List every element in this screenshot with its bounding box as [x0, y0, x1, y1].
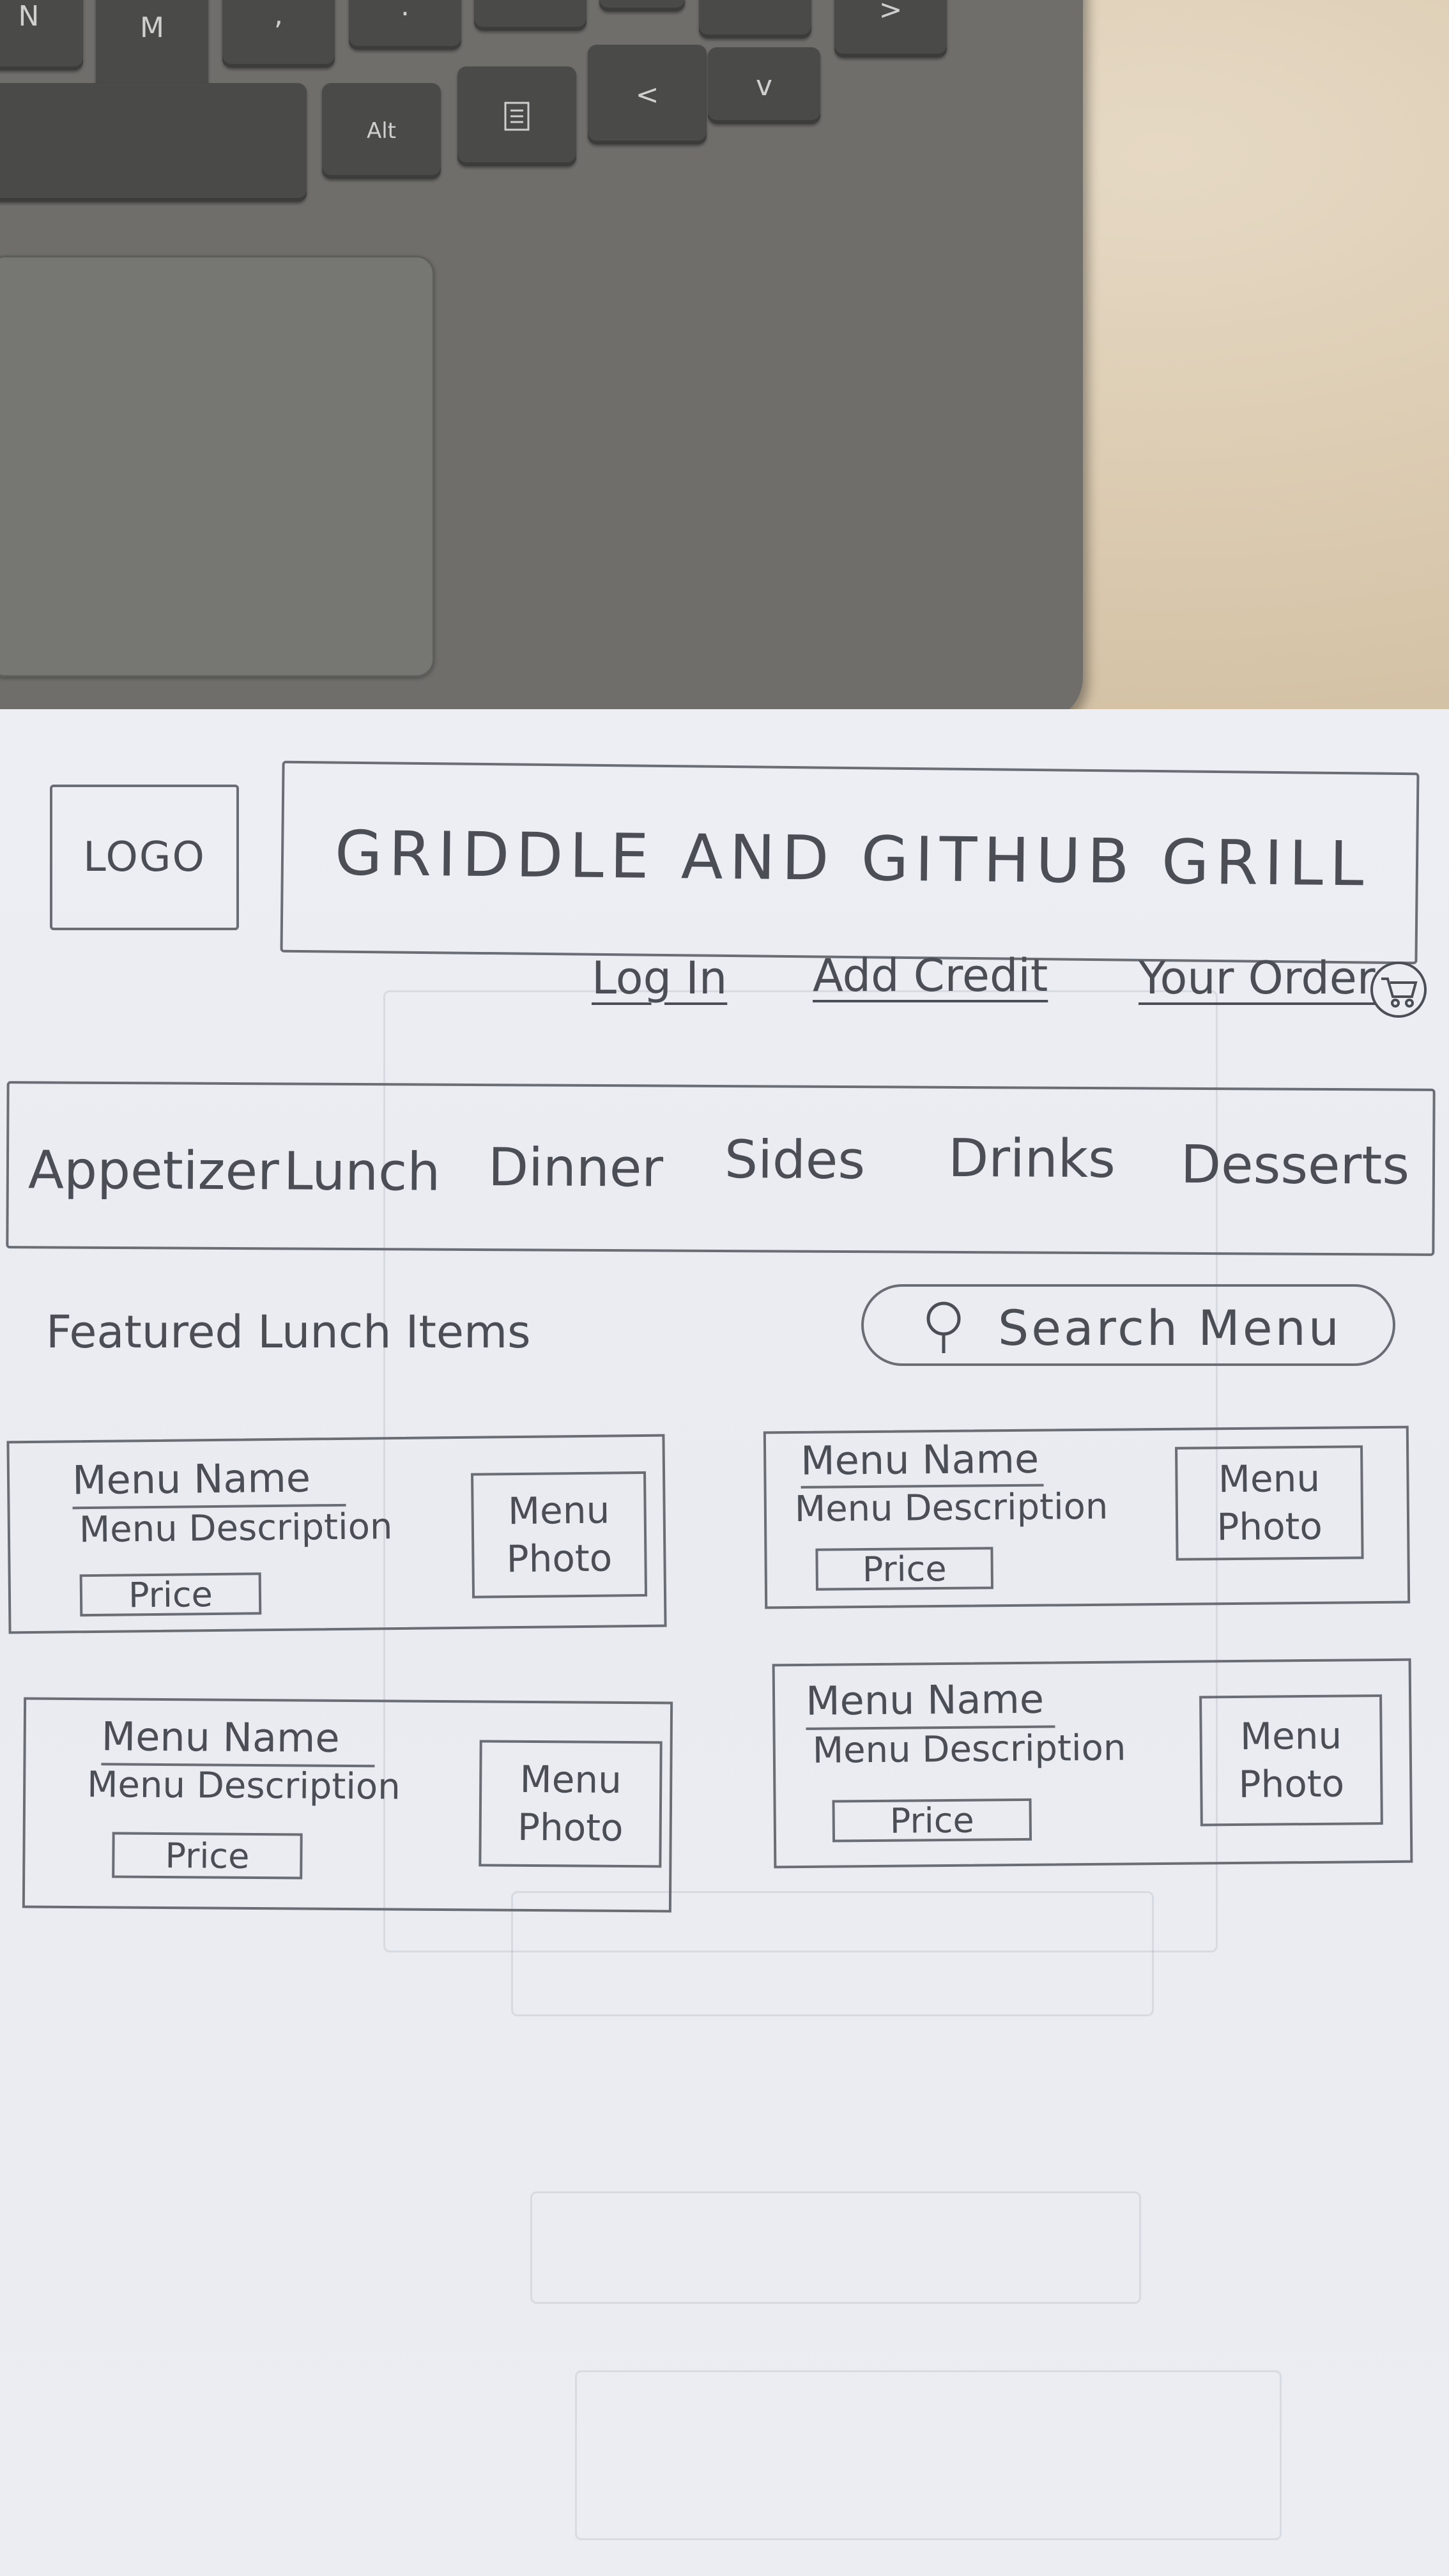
menu-item-name: Menu Name	[72, 1454, 311, 1504]
menu-card[interactable]: Menu Name Menu Description Price Menu Ph…	[6, 1434, 667, 1634]
menu-key-icon	[504, 102, 530, 131]
key-comma: ,	[222, 0, 335, 68]
key-shift-right	[599, 0, 685, 12]
photo-label: Menu Photo	[517, 1757, 624, 1850]
search-placeholder: Search Menu	[998, 1300, 1342, 1356]
menu-card[interactable]: Menu Name Menu Description Price Menu Ph…	[763, 1425, 1411, 1609]
your-order-link[interactable]: Your Order	[1138, 952, 1376, 1004]
arrow-up-icon: ^	[743, 0, 767, 17]
menu-item-photo: Menu Photo	[1175, 1445, 1364, 1561]
ghost-sketch-box	[383, 990, 1218, 1952]
key-arrow-up: ^	[699, 0, 811, 38]
nav-item-appetizer[interactable]: Appetizer	[27, 1140, 280, 1202]
nav-item-lunch[interactable]: Lunch	[283, 1141, 441, 1203]
menu-card[interactable]: Menu Name Menu Description Price Menu Ph…	[22, 1697, 673, 1913]
price-label: Price	[889, 1800, 974, 1841]
search-icon	[926, 1301, 961, 1353]
arrow-down-icon: v	[755, 69, 773, 102]
nav-item-drinks[interactable]: Drinks	[947, 1128, 1116, 1190]
ghost-sketch-box	[575, 2370, 1282, 2540]
menu-item-description: Menu Description	[794, 1485, 1108, 1530]
menu-item-description: Menu Description	[812, 1727, 1126, 1772]
key-n-label: N	[18, 0, 40, 33]
menu-item-price: Price	[832, 1798, 1032, 1843]
arrow-left-icon: <	[635, 78, 659, 111]
key-alt: Alt	[322, 83, 441, 179]
key-comma-label: ,	[274, 0, 283, 31]
key-period: .	[349, 0, 461, 50]
ghost-sketch-box	[511, 1891, 1154, 2016]
category-nav: Appetizer Lunch Dinner Sides Drinks Dess…	[6, 1081, 1436, 1256]
menu-item-name: Menu Name	[805, 1675, 1045, 1724]
menu-item-name: Menu Name	[101, 1713, 340, 1761]
key-spacebar	[0, 83, 307, 202]
key-m-label: M	[140, 11, 164, 44]
login-link[interactable]: Log In	[592, 952, 728, 1004]
ghost-sketch-box	[530, 2191, 1141, 2304]
logo-label: LOGO	[83, 834, 206, 881]
key-arrow-right: >	[834, 0, 947, 57]
menu-item-description: Menu Description	[86, 1764, 401, 1808]
key-n: N	[0, 0, 83, 70]
key-m: M	[96, 0, 208, 93]
key-alt-label: Alt	[366, 118, 397, 144]
key-arrow-left: <	[588, 45, 707, 144]
price-label: Price	[862, 1548, 947, 1590]
menu-item-photo: Menu Photo	[479, 1740, 663, 1868]
price-label: Price	[165, 1835, 250, 1876]
key-arrow-down: v	[708, 47, 820, 124]
menu-card[interactable]: Menu Name Menu Description Price Menu Ph…	[772, 1658, 1413, 1869]
cart-button[interactable]	[1368, 960, 1429, 1020]
cart-icon	[1370, 962, 1427, 1018]
nav-item-sides[interactable]: Sides	[724, 1130, 866, 1192]
search-input[interactable]: Search Menu	[861, 1284, 1395, 1366]
menu-item-price: Price	[79, 1572, 262, 1617]
key-slash	[474, 0, 586, 31]
nav-item-dinner[interactable]: Dinner	[487, 1137, 664, 1199]
nav-item-desserts[interactable]: Desserts	[1180, 1134, 1410, 1197]
menu-item-name: Menu Name	[800, 1435, 1039, 1484]
site-title: GRIDDLE AND GITHUB GRILL	[334, 817, 1370, 900]
menu-item-price: Price	[112, 1832, 303, 1880]
touchpad	[0, 256, 434, 677]
menu-item-description: Menu Description	[79, 1506, 393, 1551]
site-title-banner: GRIDDLE AND GITHUB GRILL	[280, 760, 1420, 965]
photo-label: Menu Photo	[506, 1488, 613, 1581]
logo-placeholder[interactable]: LOGO	[50, 785, 239, 930]
menu-item-photo: Menu Photo	[1199, 1694, 1383, 1827]
price-label: Price	[128, 1574, 213, 1615]
key-menu	[457, 66, 576, 166]
photo-label: Menu Photo	[1216, 1456, 1323, 1549]
menu-item-photo: Menu Photo	[471, 1471, 648, 1598]
key-period-label: .	[401, 0, 410, 22]
add-credit-link[interactable]: Add Credit	[813, 949, 1048, 1002]
arrow-right-icon: >	[878, 0, 903, 26]
photo-label: Menu Photo	[1238, 1713, 1345, 1807]
menu-item-price: Price	[815, 1547, 993, 1591]
featured-heading: Featured Lunch Items	[46, 1306, 531, 1358]
paper-sheet	[0, 709, 1449, 2576]
